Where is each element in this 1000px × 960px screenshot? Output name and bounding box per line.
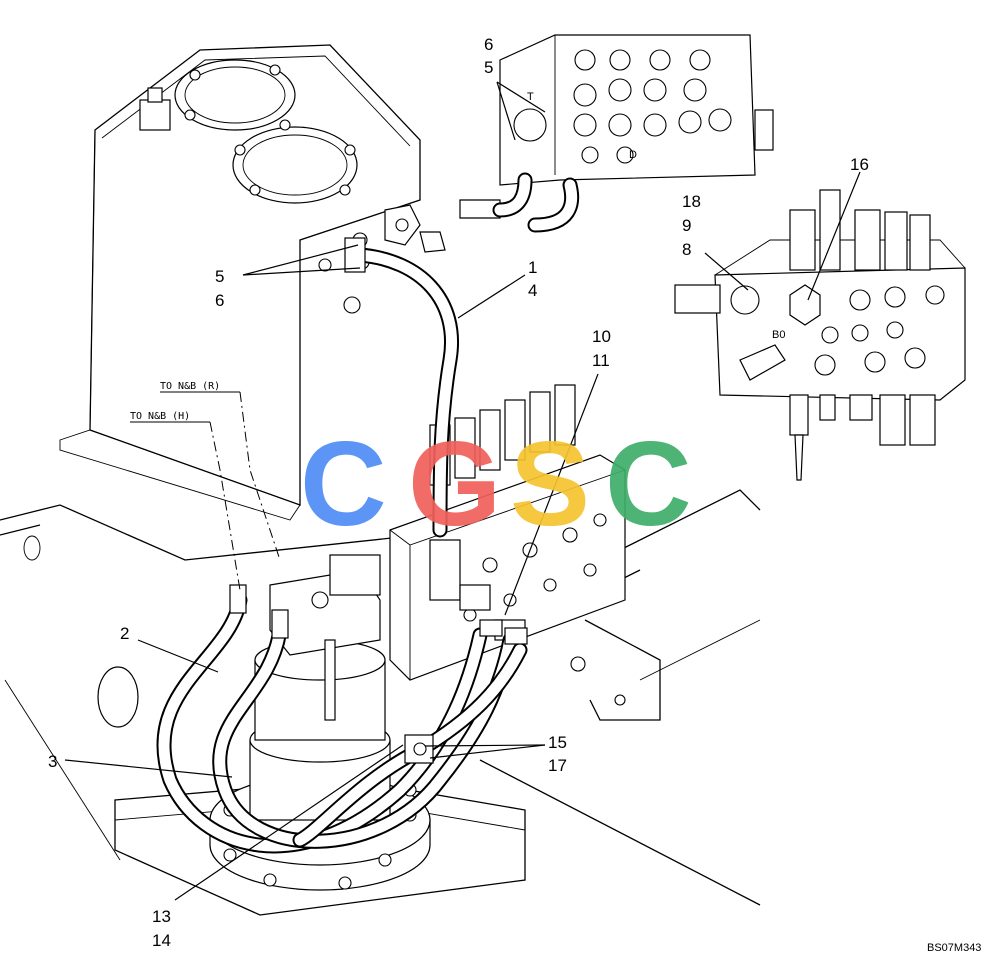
note-to-nb-h: TO N&B (H) (130, 411, 190, 422)
note-to-nb-r: TO N&B (R) (160, 381, 220, 392)
callout-15: 15 (548, 733, 567, 752)
callout-6-top: 6 (484, 35, 493, 54)
hydraulic-tank (59, 44, 446, 521)
tank-breather (139, 99, 171, 131)
hoses (156, 237, 528, 854)
callout-5-top: 5 (484, 58, 493, 77)
callout-6-mid: 6 (215, 291, 224, 310)
callout-14: 14 (152, 931, 171, 950)
callout-8: 8 (682, 240, 691, 259)
callout-17: 17 (548, 756, 567, 775)
callout-9: 9 (682, 216, 691, 235)
callout-13: 13 (152, 907, 171, 926)
tank-lid-lower (232, 126, 358, 204)
port-label-t: T (527, 91, 534, 103)
callout-11: 11 (592, 351, 610, 370)
port-label-b0: B0 (772, 329, 785, 341)
tank-lid-upper (174, 59, 296, 131)
callout-2: 2 (120, 624, 129, 643)
watermark-letter-3: S (510, 417, 590, 551)
watermark-letter-1: C (300, 417, 387, 551)
watermark-letter-2: G (408, 417, 501, 551)
drawing-code: BS07M343 (927, 942, 981, 954)
callout-4: 4 (528, 281, 537, 300)
valve-detail-right (674, 189, 966, 481)
valve-detail-top (459, 34, 774, 233)
leader-lines (64, 81, 861, 901)
watermark: C G S C (300, 417, 692, 551)
callout-16: 16 (850, 155, 869, 174)
callout-10: 10 (592, 327, 611, 346)
callout-1: 1 (528, 258, 537, 277)
port-label-d: D (629, 149, 637, 161)
watermark-letter-4: C (605, 417, 692, 551)
control-valve (389, 384, 626, 681)
hose-fitting (229, 584, 247, 614)
callout-5-mid: 5 (215, 267, 224, 286)
callout-3: 3 (48, 752, 57, 771)
callout-18: 18 (682, 192, 701, 211)
